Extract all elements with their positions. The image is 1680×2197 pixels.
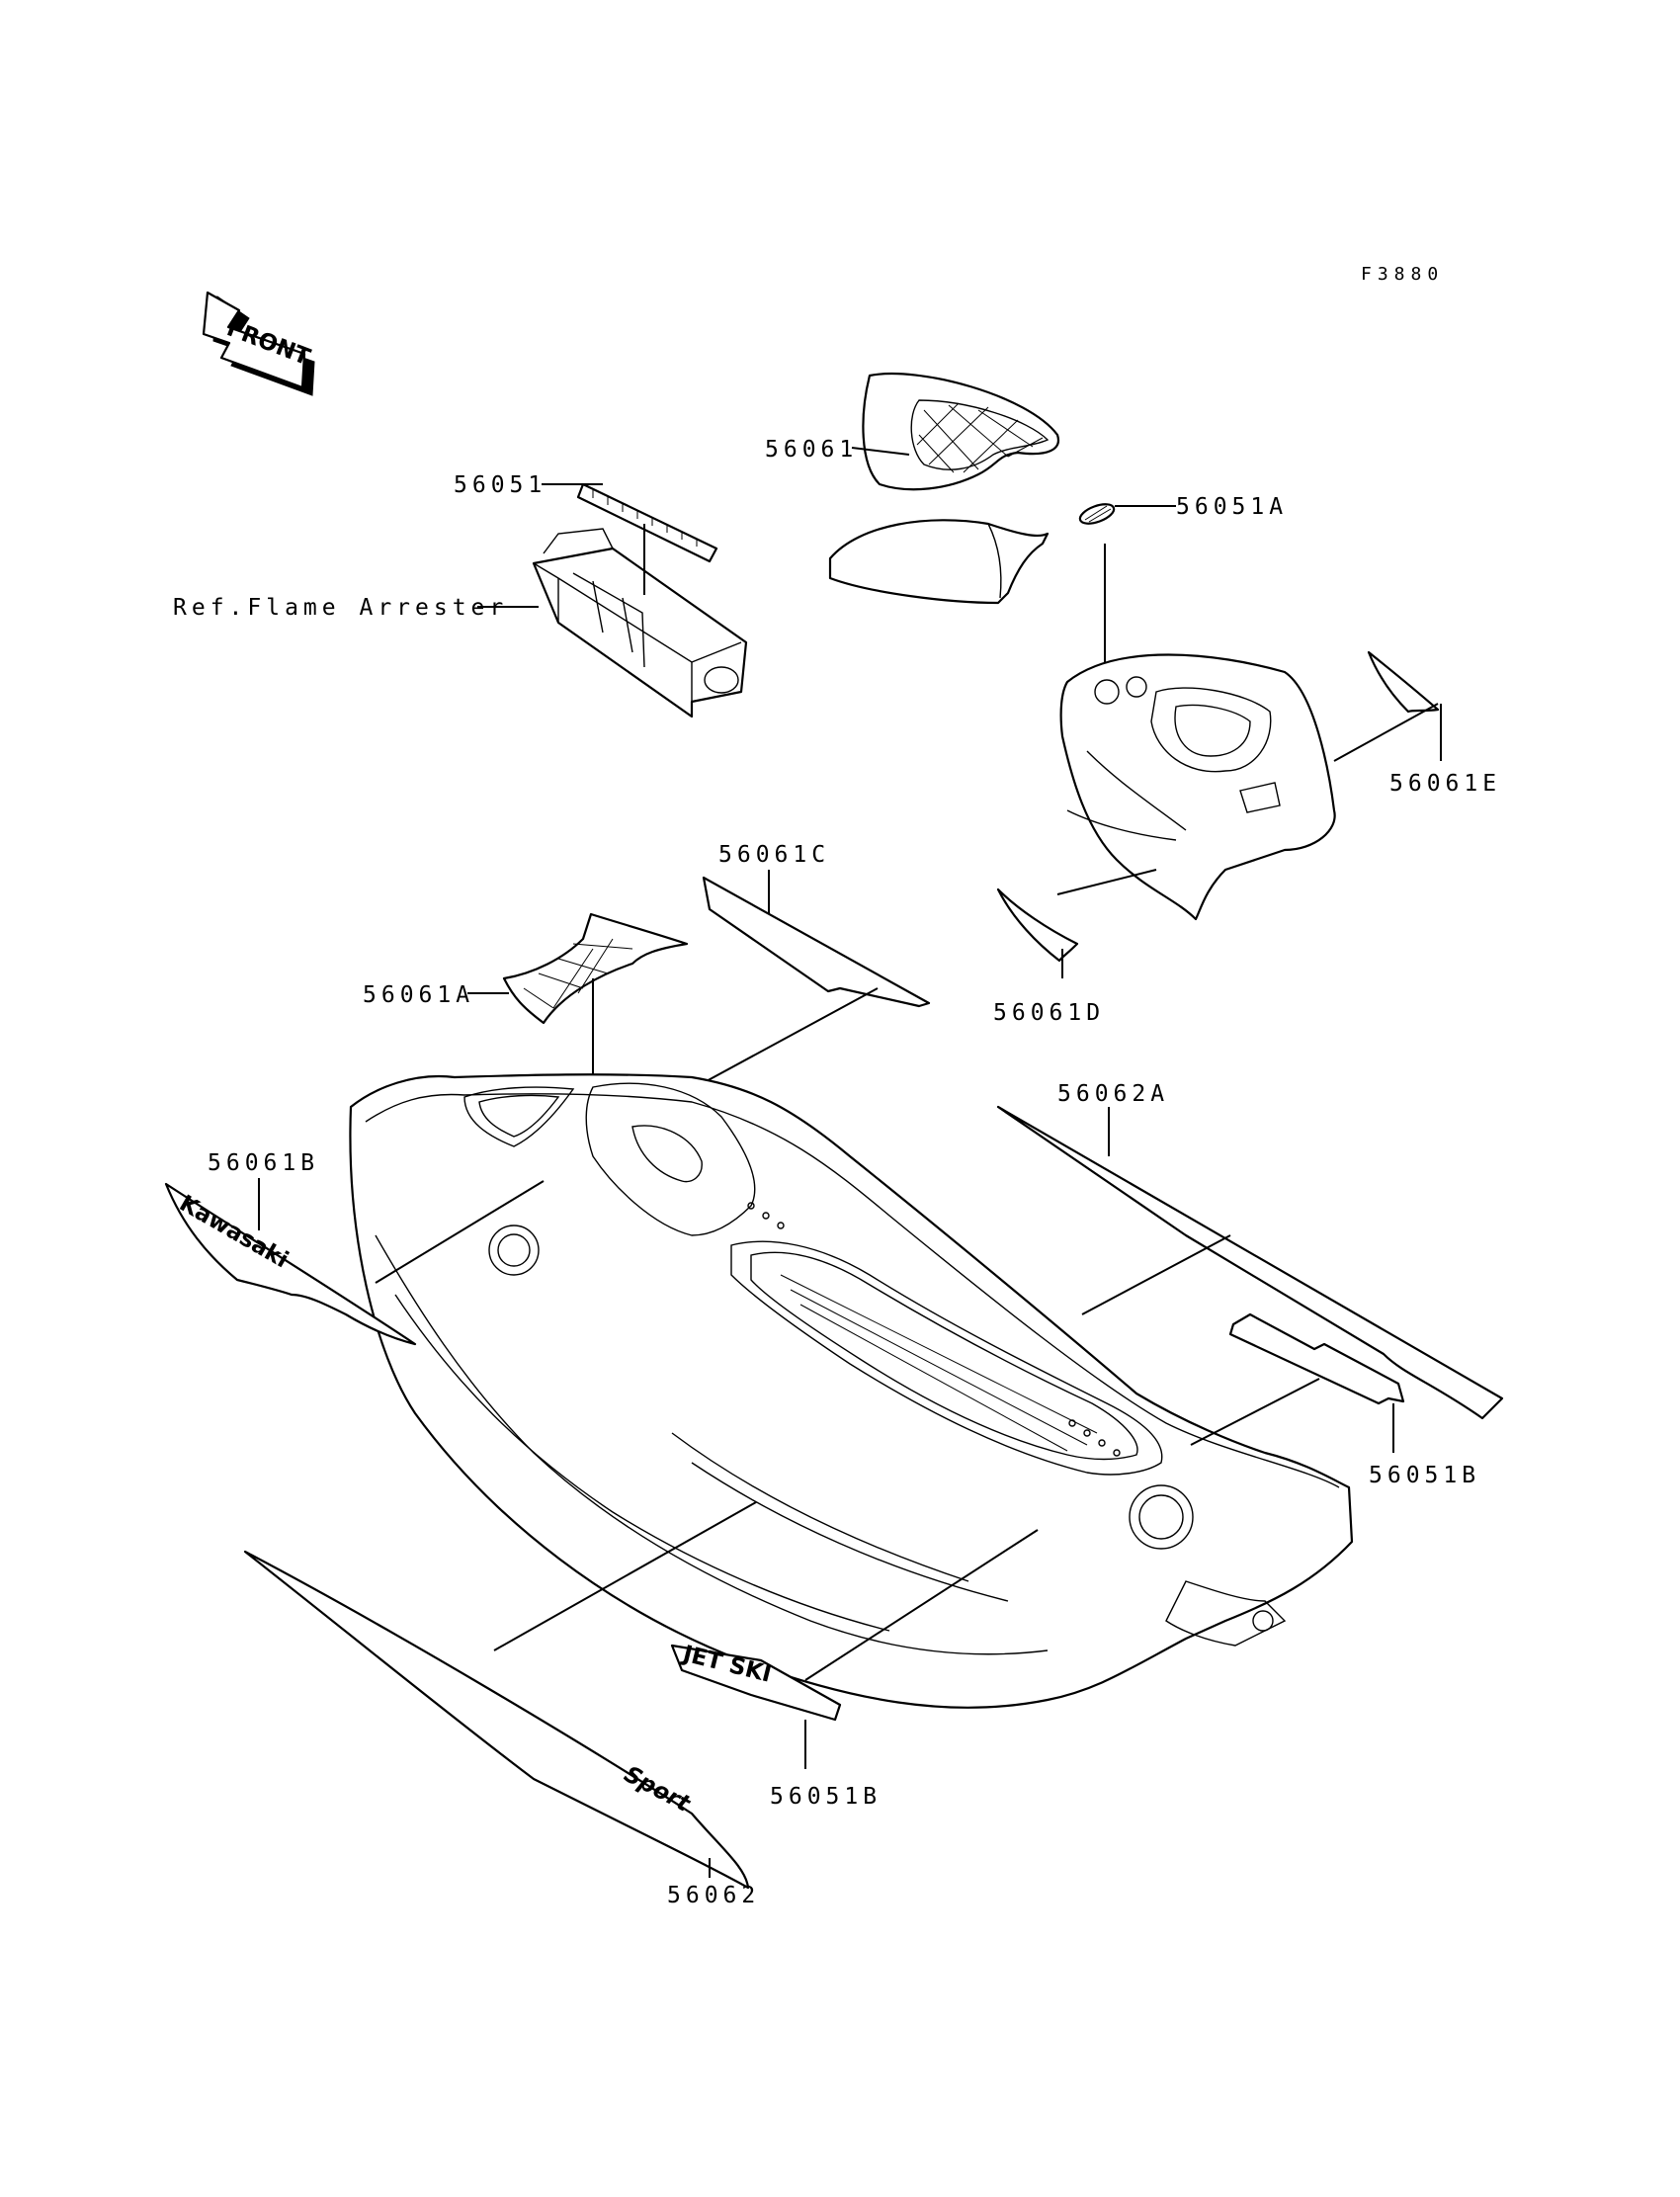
label-56051: 56051: [454, 472, 546, 498]
label-56061: 56061: [765, 437, 858, 463]
seat-part: [828, 372, 1060, 605]
front-arrow-icon: FRONT: [202, 291, 315, 396]
label-56062A: 56062A: [1057, 1081, 1169, 1107]
figure-code: F3880: [1361, 264, 1444, 285]
label-56061C: 56061C: [718, 842, 830, 868]
label-56061B: 56061B: [208, 1150, 319, 1176]
label-56062: 56062: [667, 1883, 760, 1908]
decal-56051B-right: [1228, 1312, 1405, 1405]
hood-part: [1059, 653, 1336, 921]
hull-deck: [349, 1073, 1354, 1709]
label-56051B-right: 56051B: [1369, 1463, 1480, 1488]
label-56061A: 56061A: [363, 982, 474, 1008]
label-ref-flame-arrester: Ref.Flame Arrester: [173, 595, 508, 621]
decal-56061A: [502, 912, 689, 1025]
decal-56061E: [1367, 650, 1440, 714]
decal-56062A: [996, 1105, 1504, 1420]
decal-56061D: [996, 887, 1079, 963]
decal-56051: [576, 482, 718, 563]
seat-pattern: [916, 402, 1044, 473]
decal-56061C: [702, 876, 931, 1008]
label-56061E: 56061E: [1389, 771, 1501, 797]
flame-arrester: [532, 528, 748, 718]
label-56051A: 56051A: [1176, 494, 1288, 520]
label-56061D: 56061D: [993, 1000, 1105, 1026]
label-56051B-bottom: 56051B: [770, 1784, 882, 1810]
emblem-56051A: [1078, 503, 1116, 525]
